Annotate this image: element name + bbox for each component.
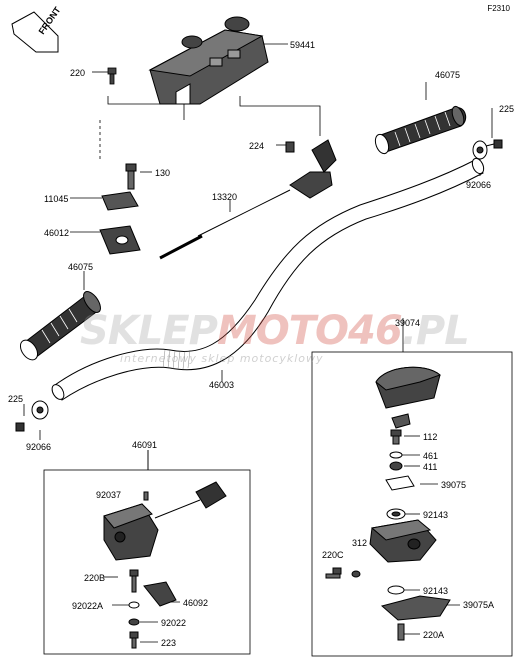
right-grip-46075 <box>374 105 467 155</box>
left-grip-46075 <box>19 291 101 361</box>
switch-46091-parts <box>103 481 227 649</box>
bar-end-right <box>472 139 503 160</box>
label-225-left: 225 <box>8 394 24 404</box>
watermark: SKLEPMOTO46.PL <box>80 308 470 354</box>
label-92022: 92022 <box>161 618 187 628</box>
front-arrow-icon: FRONT <box>11 5 63 53</box>
label-220B: 220B <box>84 573 106 583</box>
label-224: 224 <box>249 141 265 151</box>
label-11045: 11045 <box>44 194 69 204</box>
handlebar-46003 <box>51 157 485 401</box>
label-411: 411 <box>423 462 438 472</box>
label-92066-left: 92066 <box>26 442 52 452</box>
label-220C: 220C <box>322 550 344 560</box>
label-92066-right: 92066 <box>466 180 492 190</box>
clamp-parts <box>99 163 141 255</box>
switch-39074-parts <box>325 366 451 641</box>
watermark-subtitle: internetowy sklep motocyklowy <box>120 352 324 365</box>
front-text: FRONT <box>37 5 63 37</box>
cover-59441 <box>148 16 269 105</box>
label-92143-b: 92143 <box>423 586 449 596</box>
label-130: 130 <box>155 168 171 178</box>
bolt-220 <box>107 67 117 85</box>
label-46003: 46003 <box>209 380 235 390</box>
label-112: 112 <box>423 432 438 442</box>
label-220A: 220A <box>423 630 445 640</box>
label-220: 220 <box>70 68 86 78</box>
cable-13320 <box>159 189 291 260</box>
label-46091: 46091 <box>132 440 158 450</box>
label-39075A: 39075A <box>463 600 495 610</box>
label-225-right: 225 <box>499 104 515 114</box>
label-39075: 39075 <box>441 480 467 490</box>
label-46012: 46012 <box>44 228 70 238</box>
label-46092: 46092 <box>183 598 209 608</box>
bar-end-left <box>15 400 49 432</box>
label-13320: 13320 <box>212 192 238 202</box>
label-39074: 39074 <box>395 318 421 328</box>
label-461: 461 <box>423 451 439 461</box>
label-92022A: 92022A <box>72 601 104 611</box>
label-223: 223 <box>161 638 177 648</box>
label-92143-a: 92143 <box>423 510 449 520</box>
label-46075-right: 46075 <box>435 70 461 80</box>
throttle-housing <box>285 139 337 199</box>
label-312: 312 <box>352 538 368 548</box>
label-46075-left: 46075 <box>68 262 94 272</box>
label-92037: 92037 <box>96 490 122 500</box>
label-59441: 59441 <box>290 40 316 50</box>
figure-code: F2310 <box>487 4 510 13</box>
